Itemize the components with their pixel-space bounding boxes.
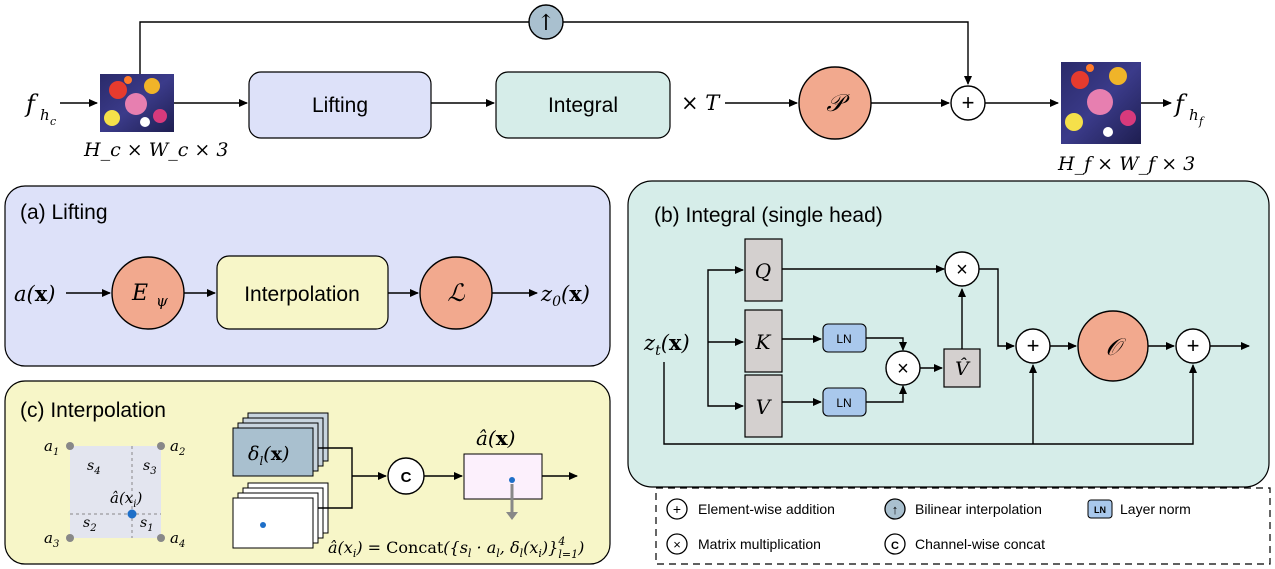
edge-delta-concat <box>318 447 353 476</box>
integral-label: Integral <box>548 94 618 117</box>
ahat-point <box>509 477 515 483</box>
edge-to-Q <box>707 266 744 342</box>
edge-mult-add1 <box>979 268 1015 350</box>
Q-label: Q <box>755 259 771 283</box>
edge-up-out <box>563 21 972 85</box>
edge-lnV-mult <box>866 385 907 403</box>
edge-up-in <box>139 21 529 74</box>
ln-V-label: LN <box>836 396 851 410</box>
input-dim: H_c × W_c × 3 <box>83 139 228 161</box>
legend-ln-label: Layer norm <box>1120 501 1191 517</box>
panel-lifting: (a) Lifting a(x) E ψ Interpolation ℒ z0(… <box>4 185 611 367</box>
ahat-label: â(x) <box>476 426 515 450</box>
encoder-label: E <box>131 281 148 306</box>
lifting-output: z0(x) <box>540 281 590 310</box>
output-label: f <box>1173 90 1188 118</box>
add-symbol-top: + <box>962 90 975 115</box>
panel-interp: (c) Interpolation a1 a2 a3 a4 s4 s3 s2 s… <box>4 380 611 565</box>
legend-add-label: Element-wise addition <box>698 501 835 517</box>
legend-add-icon <box>666 498 688 520</box>
vhat-label: V̂ <box>955 358 971 380</box>
times-T: × T <box>681 91 721 115</box>
encoder-sub: ψ <box>156 292 168 310</box>
corner-a1 <box>66 442 74 450</box>
interp-label: Interpolation <box>244 283 360 306</box>
legend-ln-icon <box>1087 499 1113 519</box>
legend-concat-label: Channel-wise concat <box>915 536 1045 552</box>
K-block <box>744 309 783 373</box>
lifting-block <box>248 71 432 139</box>
V-block <box>744 374 783 438</box>
vhat-block <box>943 348 981 388</box>
legend-bilinear-icon <box>884 498 906 520</box>
integral-block <box>495 71 671 139</box>
lifting-label: Lifting <box>312 94 368 117</box>
mult-qv-symbol: × <box>956 259 968 281</box>
Q-block <box>744 238 783 302</box>
lifting-input: a(x) <box>14 281 55 306</box>
mult-kv-symbol: × <box>897 358 909 380</box>
legend-ln-glyph: LN <box>1094 505 1106 515</box>
K-label: K <box>755 330 772 354</box>
corner-a3 <box>66 534 74 542</box>
corner-a4 <box>157 534 165 542</box>
legend-mult-icon <box>666 533 688 555</box>
lift-op-label: ℒ <box>447 279 465 307</box>
panel-integral-bg <box>627 180 1270 488</box>
corner-a2 <box>157 442 165 450</box>
output-label-subsub: f <box>1198 115 1205 128</box>
legend-add-glyph: + <box>673 501 681 517</box>
input-label: f <box>24 90 39 118</box>
value-stack <box>232 482 329 549</box>
output-dim: H_f × W_f × 3 <box>1057 153 1195 175</box>
legend-bilinear-label: Bilinear interpolation <box>915 501 1042 517</box>
edge-value-concat <box>318 476 353 509</box>
edge-residual-2 <box>663 362 1197 445</box>
input-label-subsub: c <box>50 115 56 128</box>
legend-bilinear-glyph: ↑ <box>892 502 899 517</box>
edge-to-V <box>707 342 744 410</box>
pipeline: f h c H_c × W_c × 3 ↑ Lifting Integral ×… <box>24 4 1205 175</box>
ahat-block <box>463 453 543 500</box>
query-point <box>127 509 137 519</box>
legend-mult-label: Matrix multiplication <box>698 536 821 552</box>
panel-integral: (b) Integral (single head) zt(x) Q K V L… <box>627 180 1270 488</box>
V-label: V <box>756 395 773 419</box>
legend-mult-glyph: × <box>673 537 681 552</box>
panel-integral-title: (b) Integral (single head) <box>654 204 883 227</box>
delta-stack <box>232 412 329 477</box>
legend-concat-icon <box>884 533 906 555</box>
edge-lnK-mult <box>866 337 907 351</box>
panel-lifting-title: (a) Lifting <box>20 201 108 224</box>
input-label-sub: h <box>40 106 50 124</box>
query-label: â(xi) <box>110 489 142 510</box>
ln-K-label: LN <box>836 332 851 346</box>
add1-symbol: + <box>1027 333 1040 358</box>
panel-interp-title: (c) Interpolation <box>20 399 166 422</box>
output-image <box>1061 62 1141 144</box>
input-image <box>100 74 174 132</box>
integral-input: zt(x) <box>643 330 690 359</box>
legend: + Element-wise addition × Matrix multipl… <box>655 487 1271 565</box>
concat-label: C <box>401 469 412 486</box>
legend-concat-glyph: C <box>891 540 899 552</box>
output-label-sub: h <box>1189 106 1199 124</box>
upsample-symbol: ↑ <box>537 11 555 36</box>
legend-box <box>655 487 1271 565</box>
interp-grid <box>70 446 161 538</box>
add2-symbol: + <box>1187 333 1200 358</box>
ahat-pointer-head <box>506 512 518 520</box>
bilinear-upsample-node <box>528 4 564 40</box>
delta-label: δl(x) <box>248 443 289 468</box>
